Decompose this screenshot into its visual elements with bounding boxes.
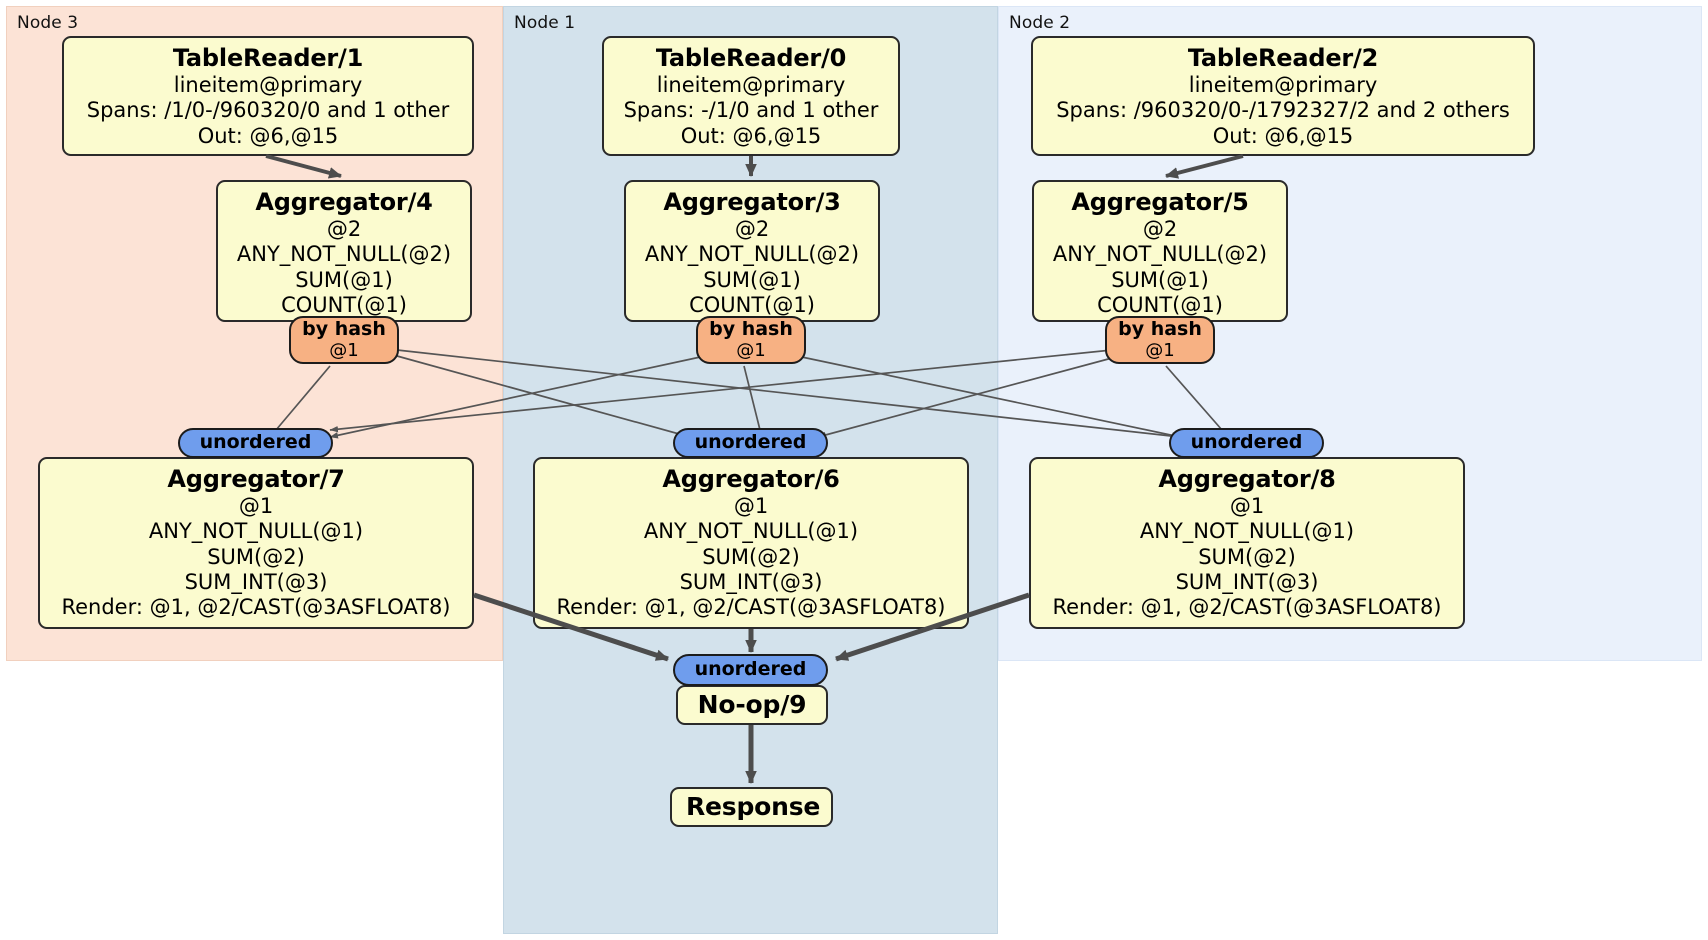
synchronizer-label: unordered xyxy=(1190,431,1303,454)
processor-line: SUM(@2) xyxy=(702,544,800,569)
region-label-node-2: Node 2 xyxy=(1009,13,1071,33)
router-label: by hash xyxy=(1118,317,1202,340)
processor-line: Render: @1, @2/CAST(@3ASFLOAT8) xyxy=(61,595,451,620)
router-by-hash-aggregator-5[interactable]: by hash @1 xyxy=(1105,316,1215,364)
processor-line: ANY_NOT_NULL(@1) xyxy=(148,519,364,544)
router-by-hash-aggregator-3[interactable]: by hash @1 xyxy=(696,316,806,364)
processor-line: Out: @6,@15 xyxy=(197,123,339,148)
processor-line: SUM(@1) xyxy=(703,267,801,292)
processor-line: @2 xyxy=(326,217,362,242)
processor-title: Aggregator/8 xyxy=(1158,465,1336,493)
processor-title: Aggregator/6 xyxy=(662,465,840,493)
processor-line: SUM(@2) xyxy=(1198,544,1296,569)
processor-aggregator-8[interactable]: Aggregator/8 @1 ANY_NOT_NULL(@1) SUM(@2)… xyxy=(1029,457,1465,629)
synchronizer-unordered-aggregator-8[interactable]: unordered xyxy=(1169,428,1324,458)
processor-line: SUM_INT(@3) xyxy=(184,569,328,594)
processor-line: Spans: /1/0-/960320/0 and 1 other xyxy=(86,98,450,123)
processor-title: No-op/9 xyxy=(697,689,807,719)
processor-line: Spans: -/1/0 and 1 other xyxy=(623,98,879,123)
processor-line: ANY_NOT_NULL(@2) xyxy=(236,242,452,267)
processor-line: lineitem@primary xyxy=(656,73,846,98)
processor-line: COUNT(@1) xyxy=(689,292,815,317)
router-label: by hash xyxy=(302,317,386,340)
processor-aggregator-7[interactable]: Aggregator/7 @1 ANY_NOT_NULL(@1) SUM(@2)… xyxy=(38,457,474,629)
processor-line: Render: @1, @2/CAST(@3ASFLOAT8) xyxy=(556,595,946,620)
processor-line: @1 xyxy=(733,494,769,519)
router-label: by hash xyxy=(709,317,793,340)
processor-line: COUNT(@1) xyxy=(1097,292,1223,317)
processor-line: @1 xyxy=(238,494,274,519)
processor-tablereader-1[interactable]: TableReader/1 lineitem@primary Spans: /1… xyxy=(62,36,474,156)
processor-title: Aggregator/3 xyxy=(663,188,841,216)
processor-line: lineitem@primary xyxy=(1188,73,1378,98)
processor-title: TableReader/2 xyxy=(1187,44,1379,72)
processor-line: @1 xyxy=(1229,494,1265,519)
processor-line: ANY_NOT_NULL(@1) xyxy=(1139,519,1355,544)
region-label-node-1: Node 1 xyxy=(514,13,576,33)
processor-title: Response xyxy=(686,791,821,821)
processor-no-op-9[interactable]: No-op/9 xyxy=(676,685,828,725)
region-label-node-3: Node 3 xyxy=(17,13,79,33)
processor-aggregator-5[interactable]: Aggregator/5 @2 ANY_NOT_NULL(@2) SUM(@1)… xyxy=(1032,180,1288,322)
processor-line: ANY_NOT_NULL(@2) xyxy=(644,242,860,267)
processor-title: Aggregator/5 xyxy=(1071,188,1249,216)
synchronizer-label: unordered xyxy=(694,658,807,681)
processor-title: Aggregator/4 xyxy=(255,188,433,216)
processor-line: SUM(@1) xyxy=(295,267,393,292)
processor-line: Render: @1, @2/CAST(@3ASFLOAT8) xyxy=(1052,595,1442,620)
router-sublabel: @1 xyxy=(736,339,766,361)
processor-line: SUM_INT(@3) xyxy=(1175,569,1319,594)
processor-response[interactable]: Response xyxy=(670,787,833,827)
processor-aggregator-4[interactable]: Aggregator/4 @2 ANY_NOT_NULL(@2) SUM(@1)… xyxy=(216,180,472,322)
processor-line: ANY_NOT_NULL(@2) xyxy=(1052,242,1268,267)
processor-line: ANY_NOT_NULL(@1) xyxy=(643,519,859,544)
processor-line: COUNT(@1) xyxy=(281,292,407,317)
processor-line: Spans: /960320/0-/1792327/2 and 2 others xyxy=(1056,98,1510,123)
synchronizer-label: unordered xyxy=(694,431,807,454)
synchronizer-label: unordered xyxy=(199,431,312,454)
processor-tablereader-2[interactable]: TableReader/2 lineitem@primary Spans: /9… xyxy=(1031,36,1535,156)
synchronizer-unordered-aggregator-7[interactable]: unordered xyxy=(178,428,333,458)
router-sublabel: @1 xyxy=(329,339,359,361)
processor-line: lineitem@primary xyxy=(173,73,363,98)
synchronizer-unordered-aggregator-6[interactable]: unordered xyxy=(673,428,828,458)
processor-title: TableReader/1 xyxy=(172,44,364,72)
processor-line: @2 xyxy=(1142,217,1178,242)
processor-aggregator-3[interactable]: Aggregator/3 @2 ANY_NOT_NULL(@2) SUM(@1)… xyxy=(624,180,880,322)
router-sublabel: @1 xyxy=(1145,339,1175,361)
processor-line: Out: @6,@15 xyxy=(1212,123,1354,148)
processor-line: @2 xyxy=(734,217,770,242)
processor-line: SUM(@1) xyxy=(1111,267,1209,292)
processor-line: SUM_INT(@3) xyxy=(679,569,823,594)
processor-tablereader-0[interactable]: TableReader/0 lineitem@primary Spans: -/… xyxy=(602,36,900,156)
processor-title: TableReader/0 xyxy=(655,44,847,72)
processor-title: Aggregator/7 xyxy=(167,465,345,493)
router-by-hash-aggregator-4[interactable]: by hash @1 xyxy=(289,316,399,364)
processor-aggregator-6[interactable]: Aggregator/6 @1 ANY_NOT_NULL(@1) SUM(@2)… xyxy=(533,457,969,629)
processor-line: Out: @6,@15 xyxy=(680,123,822,148)
synchronizer-unordered-no-op-9[interactable]: unordered xyxy=(673,654,828,686)
processor-line: SUM(@2) xyxy=(207,544,305,569)
